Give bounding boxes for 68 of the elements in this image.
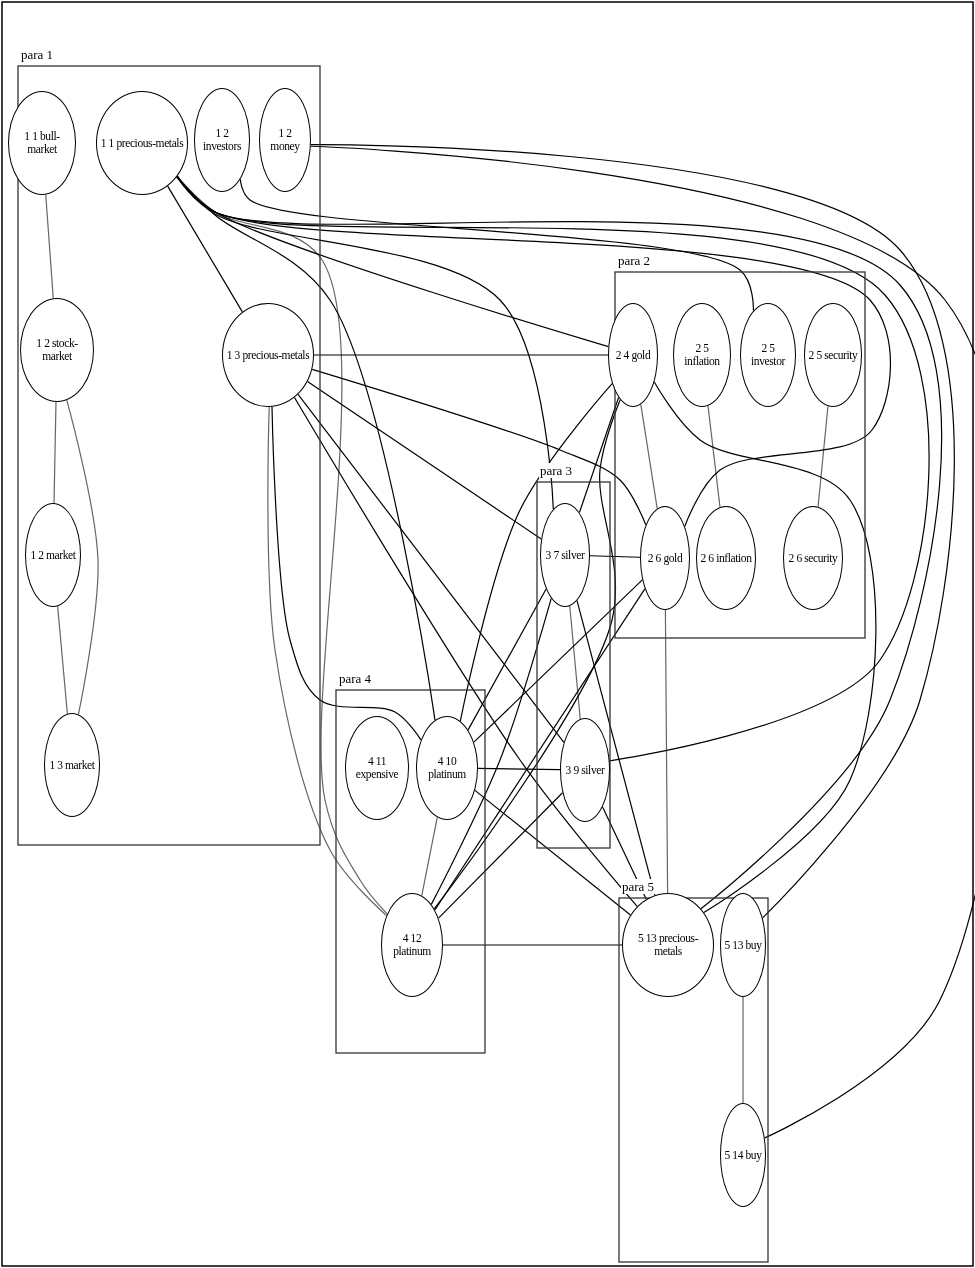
connector-line [569,605,581,720]
connector-line [434,588,646,911]
node-label: 1 1 bull-market [23,130,61,156]
connector-line [653,381,877,914]
node-label: 2 6 security [788,551,838,565]
node-label: 1 1 precious-metals [100,136,184,150]
connector-line [467,588,547,731]
ellipse-node [720,893,766,997]
ellipse-node [608,303,658,407]
connector-line [576,600,656,896]
connector-line [310,145,975,1139]
connector-line [578,396,620,514]
connector-line [707,405,721,508]
connector-line [53,401,57,504]
connector-line [474,789,632,916]
connector-line [311,368,647,526]
connector-line [421,816,438,897]
connector-line [477,767,561,771]
node-label: 1 2 stock-market [35,337,79,363]
connector-line [310,144,955,919]
node-label: 1 3 market [49,758,95,772]
connector-line [271,406,422,741]
connector-line [742,996,744,1104]
ellipse-node [560,718,610,822]
connector-line [459,383,613,722]
connector-line [473,579,643,743]
connector-line [297,393,565,743]
group-label: para 5 [621,879,656,894]
node-label: 5 13 precious-metals [636,932,700,958]
node-label: 3 7 silver [545,548,585,562]
connector-line [433,399,621,910]
ellipse-node [540,503,590,607]
connector-line [437,792,564,919]
node-label: 3 9 silver [565,763,605,777]
node-label: 2 4 gold [615,348,651,362]
node-label: 2 5 security [808,348,858,362]
node-label: 1 2 market [30,548,76,562]
node-label: 2 6 gold [647,551,683,565]
node-label: 1 3 precious-metals [226,348,310,362]
ellipse-node [381,893,443,997]
connector-line [267,406,388,917]
connector-line [640,403,658,510]
connector-line [313,354,609,356]
connector-line [57,605,68,715]
node-label: 4 12 platinum [392,932,432,958]
connector-line [430,597,552,905]
ellipse-node [416,716,478,820]
connector-line [664,609,669,894]
connector-line [589,555,641,558]
node-label: 5 13 buy [724,938,762,952]
node-label: 4 10 platinum [427,755,467,781]
ellipse-node [194,88,250,192]
node-label: 5 14 buy [724,1148,762,1162]
connector-line [45,194,54,299]
node-label: 1 2 investors [202,127,242,153]
node-label: 2 5 investor [750,342,787,368]
node-label: 2 5 inflation [683,342,721,368]
connector-line [66,399,99,715]
group-label: para 3 [539,463,574,478]
connector-line [239,178,754,312]
node-label: 2 6 inflation [700,551,752,565]
connector-line [293,396,638,908]
connector-line [176,175,609,348]
connector-line [442,944,623,946]
node-label: 1 2 money [269,127,301,153]
connector-line [817,405,829,508]
node-label: 4 11 expensive [354,755,400,781]
connector-line [167,185,243,313]
